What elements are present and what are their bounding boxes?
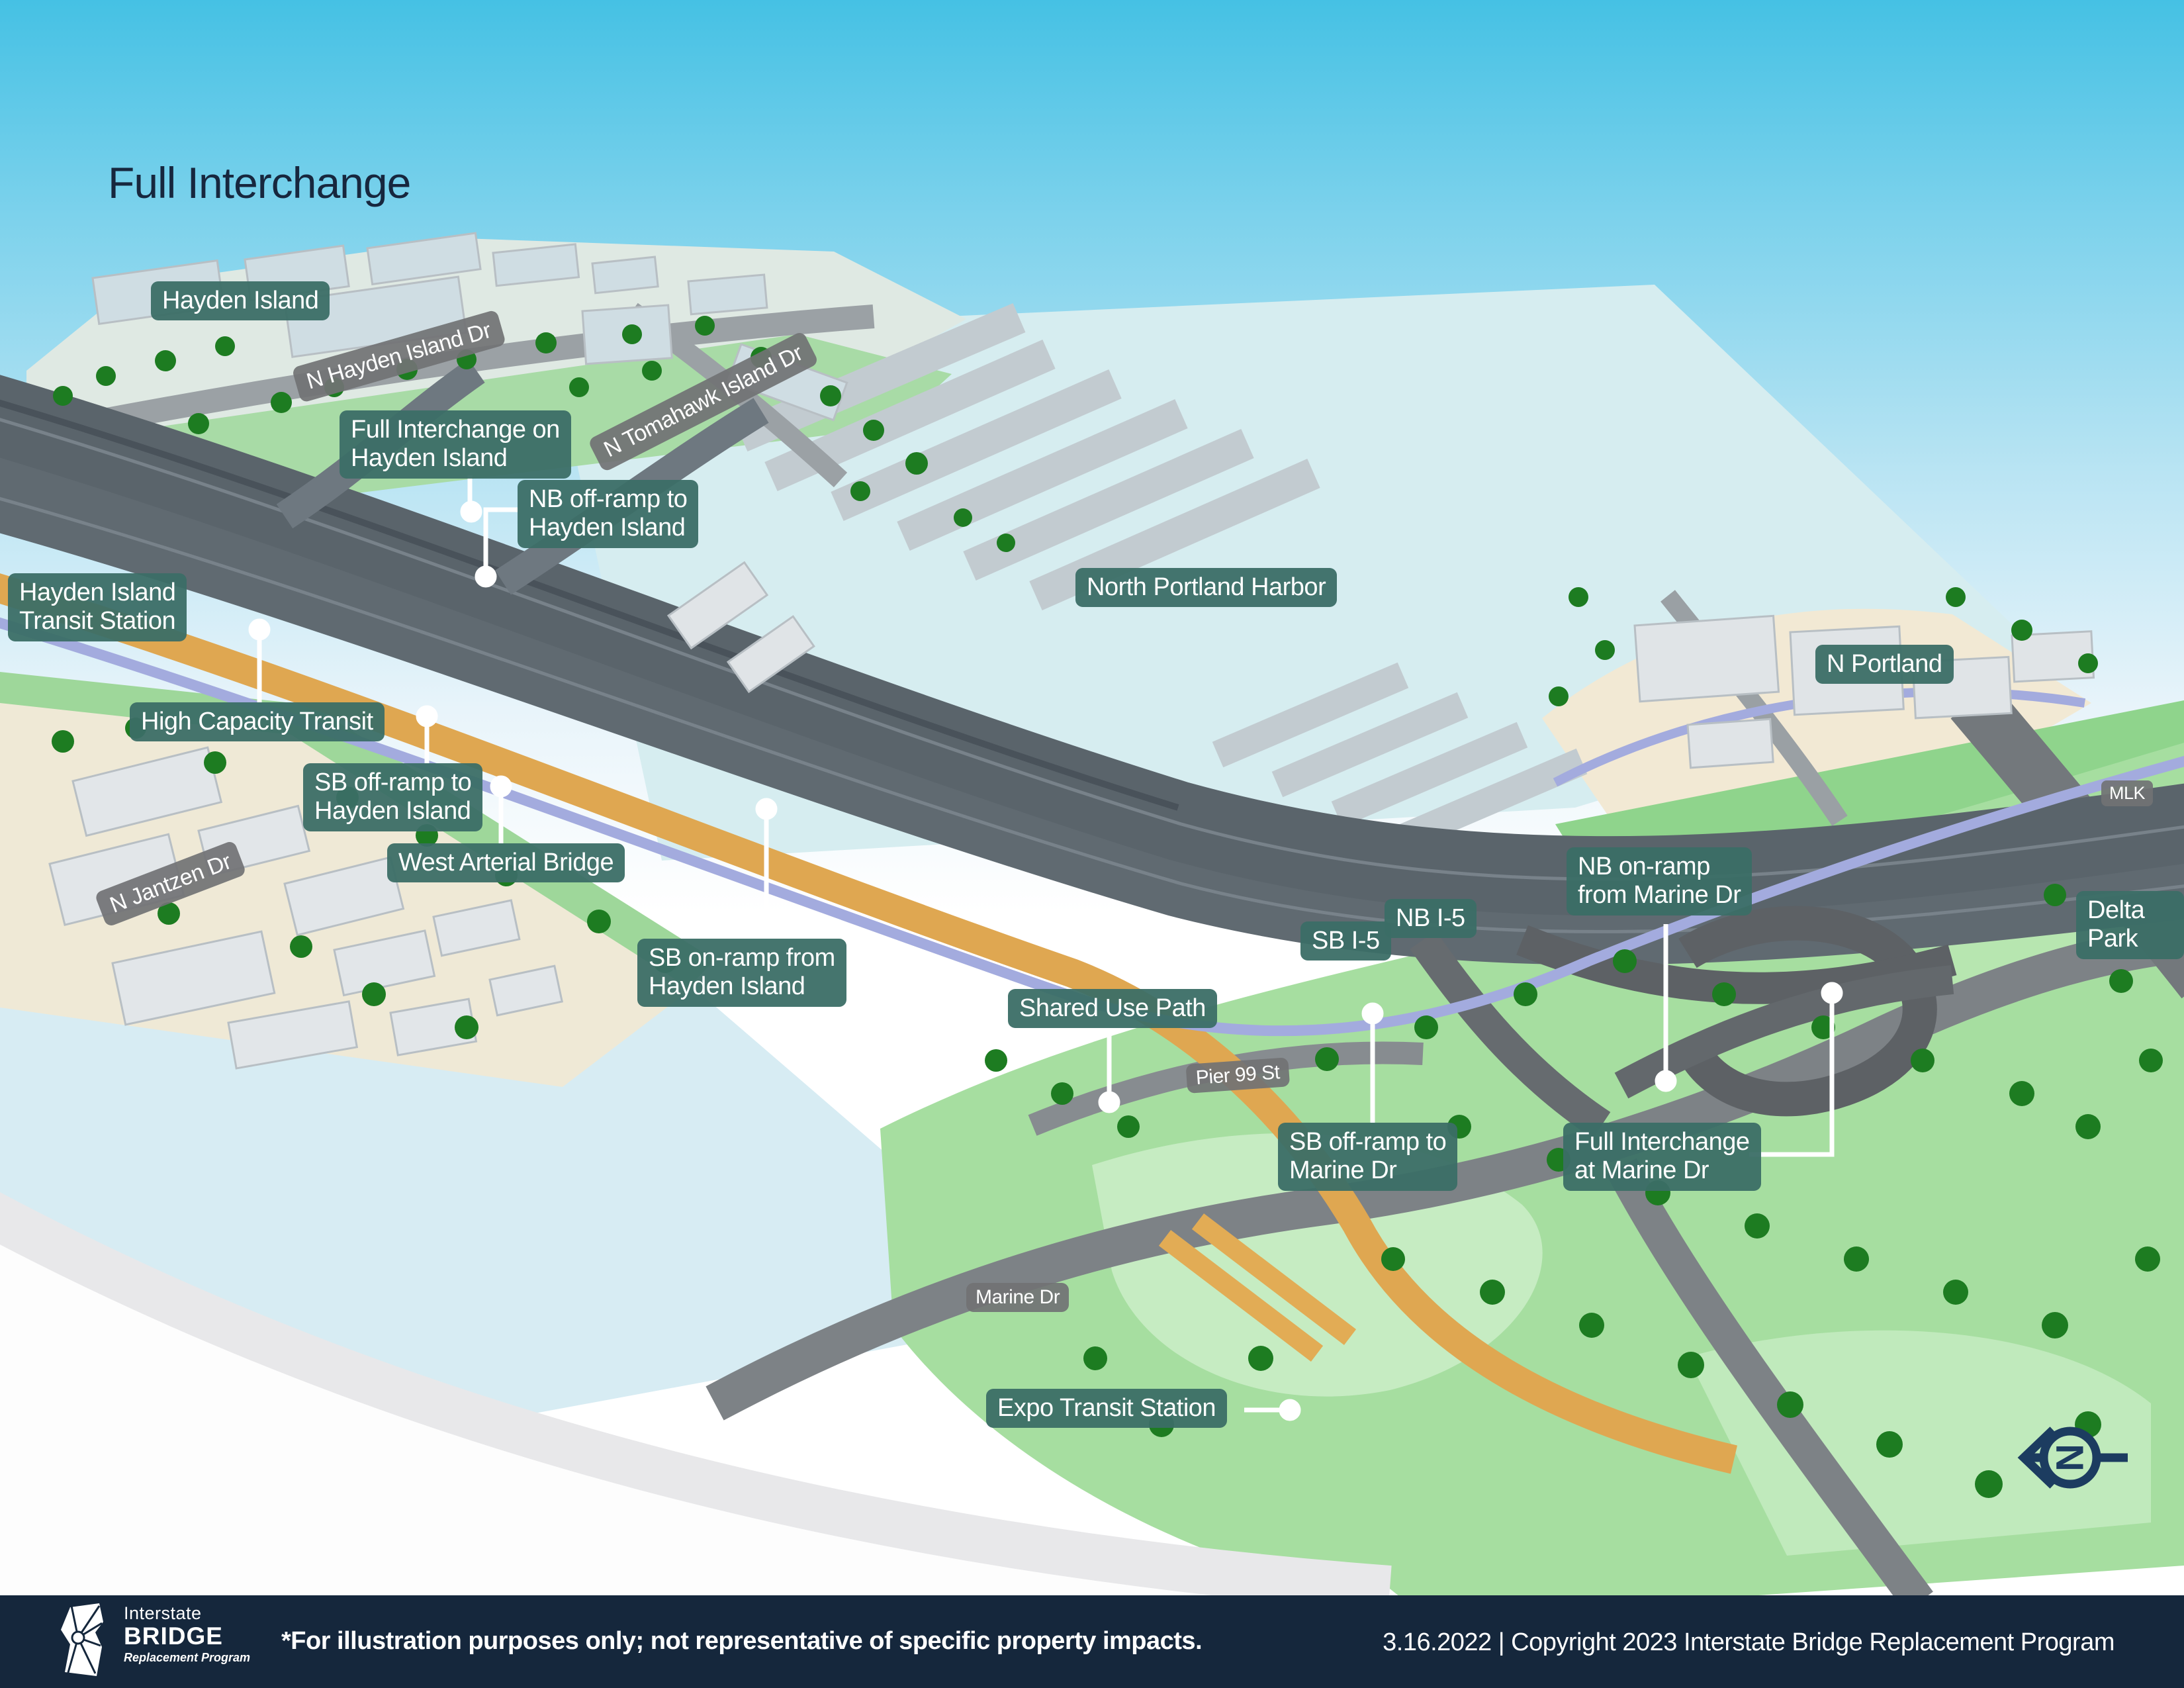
label-high-capacity-transit: High Capacity Transit	[130, 702, 385, 742]
north-compass-icon: N	[2017, 1427, 2128, 1489]
logo-line3: Replacement Program	[124, 1651, 251, 1664]
footer-disclaimer: *For illustration purposes only; not rep…	[281, 1627, 1203, 1655]
logo-line1: Interstate	[124, 1603, 202, 1623]
compass-letter: N	[2049, 1444, 2092, 1472]
logo-line2: BRIDGE	[124, 1622, 223, 1650]
callout-lines	[248, 475, 1843, 1421]
label-n-portland: N Portland	[1815, 645, 1954, 684]
label-sb-i-5: SB I-5	[1300, 921, 1391, 961]
label-nb-off-ramp-to-hayden-island: NB off-ramp to Hayden Island	[518, 480, 699, 548]
label-expo-transit-station: Expo Transit Station	[986, 1389, 1228, 1429]
sb-off-ramp-road	[1410, 931, 1611, 1139]
model-edge	[0, 1192, 1514, 1688]
label-full-interchange-at-marine-dr: Full Interchange at Marine Dr	[1563, 1123, 1761, 1191]
page-title: Full Interchange	[108, 158, 411, 207]
label-delta-park: Delta Park	[2076, 891, 2184, 959]
label-west-arterial-bridge: West Arterial Bridge	[387, 843, 625, 883]
label-sb-off-ramp-to-hayden-island: SB off-ramp to Hayden Island	[303, 763, 483, 831]
road-label-mlk: MLK	[2101, 780, 2154, 806]
footer-copyright: 3.16.2022 | Copyright 2023 Interstate Br…	[1383, 1628, 2115, 1656]
label-nb-on-ramp-from-marine-dr: NB on-ramp from Marine Dr	[1567, 847, 1752, 915]
label-sb-on-ramp-from-hayden-island: SB on-ramp from Hayden Island	[637, 939, 846, 1007]
label-nb-i-5: NB I-5	[1385, 899, 1477, 939]
label-full-interchange-on-hayden-island: Full Interchange on Hayden Island	[340, 410, 571, 479]
label-sb-off-ramp-to-marine-dr: SB off-ramp to Marine Dr	[1278, 1123, 1458, 1191]
label-north-portland-harbor: North Portland Harbor	[1075, 568, 1338, 608]
expo-platform	[1158, 1213, 1357, 1362]
label-shared-use-path: Shared Use Path	[1008, 989, 1217, 1029]
ibr-logo: Interstate BRIDGE Replacement Program	[58, 1603, 250, 1679]
footer-bar: Interstate BRIDGE Replacement Program *F…	[0, 1595, 2184, 1688]
label-hayden-island-transit-station: Hayden Island Transit Station	[8, 573, 187, 641]
road-label-marine-dr: Marine Dr	[966, 1283, 1069, 1313]
ibr-logo-icon	[61, 1603, 103, 1676]
label-hayden-island: Hayden Island	[151, 281, 330, 321]
